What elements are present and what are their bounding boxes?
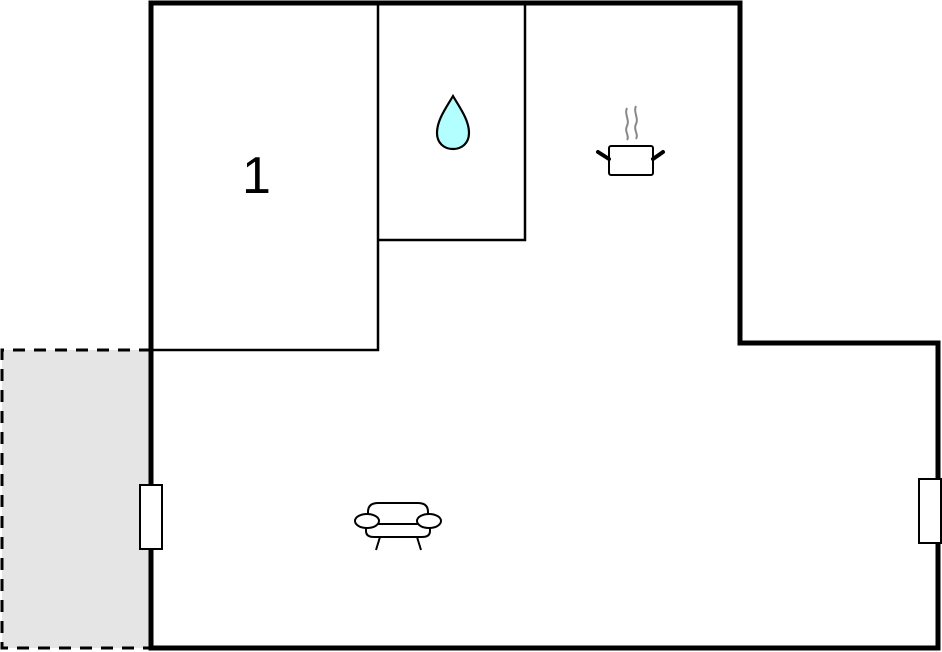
bedroom-wall — [151, 3, 380, 352]
bathroom-wall — [378, 3, 527, 242]
floor — [151, 3, 938, 648]
cooking-pot-icon — [596, 105, 665, 176]
window-east — [918, 478, 942, 544]
water-drop-icon — [435, 93, 471, 151]
bedroom-number-label: 1 — [242, 147, 271, 205]
window-west — [139, 484, 163, 550]
sofa-icon — [354, 502, 442, 551]
terrace-area — [0, 348, 151, 650]
exterior-walls — [148, 0, 941, 651]
interior-walls — [151, 3, 527, 352]
